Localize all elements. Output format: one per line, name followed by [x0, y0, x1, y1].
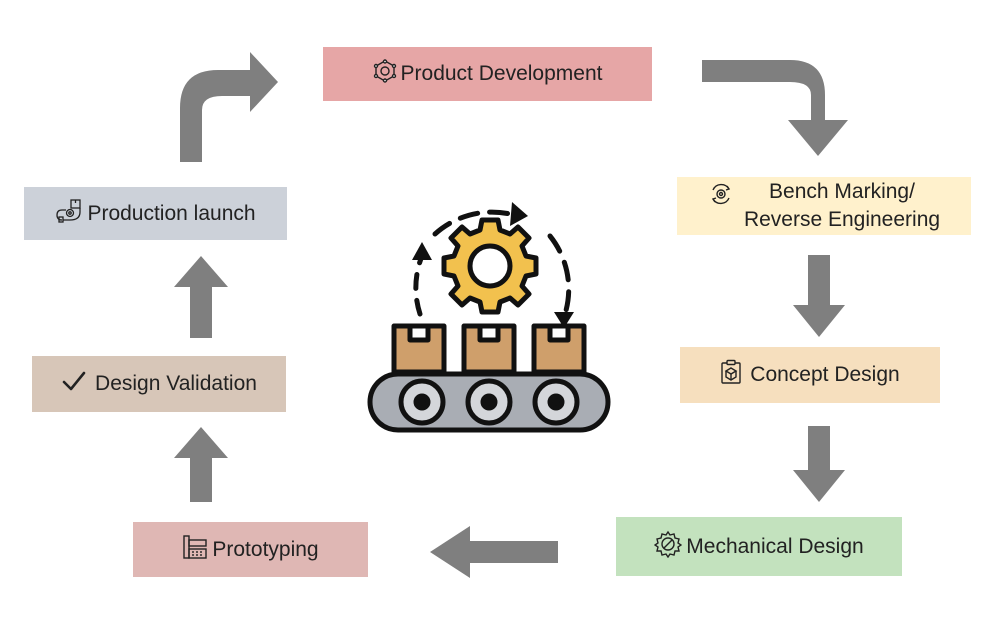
- step-product-development: Product Development: [323, 47, 652, 101]
- checkmark-icon: [61, 370, 87, 398]
- cycle-arc-left: [413, 253, 425, 317]
- conveyor-gear-cycle-icon: [367, 202, 611, 433]
- gear-pencil-icon: [654, 530, 683, 564]
- step-label: Mechanical Design: [686, 534, 864, 558]
- clipboard-icon: [720, 359, 742, 391]
- center-gear: [441, 217, 539, 315]
- product-network-icon: [373, 59, 397, 89]
- step-prototyping: Prototyping: [133, 522, 368, 577]
- cycle-arrowhead-top: [510, 202, 528, 226]
- step-production-launch: Production launch: [24, 187, 287, 240]
- step-label: Concept Design: [750, 363, 900, 386]
- cycle-arc-right: [547, 233, 572, 317]
- arrow-down-2: [793, 426, 845, 502]
- arrow-left: [430, 526, 558, 578]
- step-design-validation: Design Validation: [32, 356, 286, 412]
- step-bench-marking: Bench Marking/ Reverse Engineering: [677, 177, 971, 235]
- step-label: Production launch: [87, 201, 256, 225]
- step-mechanical-design: Mechanical Design: [616, 517, 902, 576]
- step-label: Design Validation: [95, 372, 257, 395]
- cycle-arrowhead-right: [554, 312, 574, 328]
- arrow-curved-right-down: [702, 60, 848, 156]
- production-flow-icon: [55, 198, 83, 230]
- gear-cycle-icon: [708, 181, 734, 213]
- cycle-arc-top: [432, 209, 513, 237]
- step-label: Product Development: [400, 62, 603, 85]
- arrow-curved-up-right: [180, 52, 278, 162]
- step-label: Prototyping: [212, 537, 319, 561]
- step-label: Bench Marking/ Reverse Engineering: [743, 180, 941, 231]
- cycle-arrowhead-left: [412, 242, 432, 260]
- arrow-down-1: [793, 255, 845, 337]
- machine-icon: [182, 534, 208, 566]
- arrow-up-1: [174, 427, 228, 502]
- step-concept-design: Concept Design: [680, 347, 940, 403]
- arrow-up-2: [174, 256, 228, 338]
